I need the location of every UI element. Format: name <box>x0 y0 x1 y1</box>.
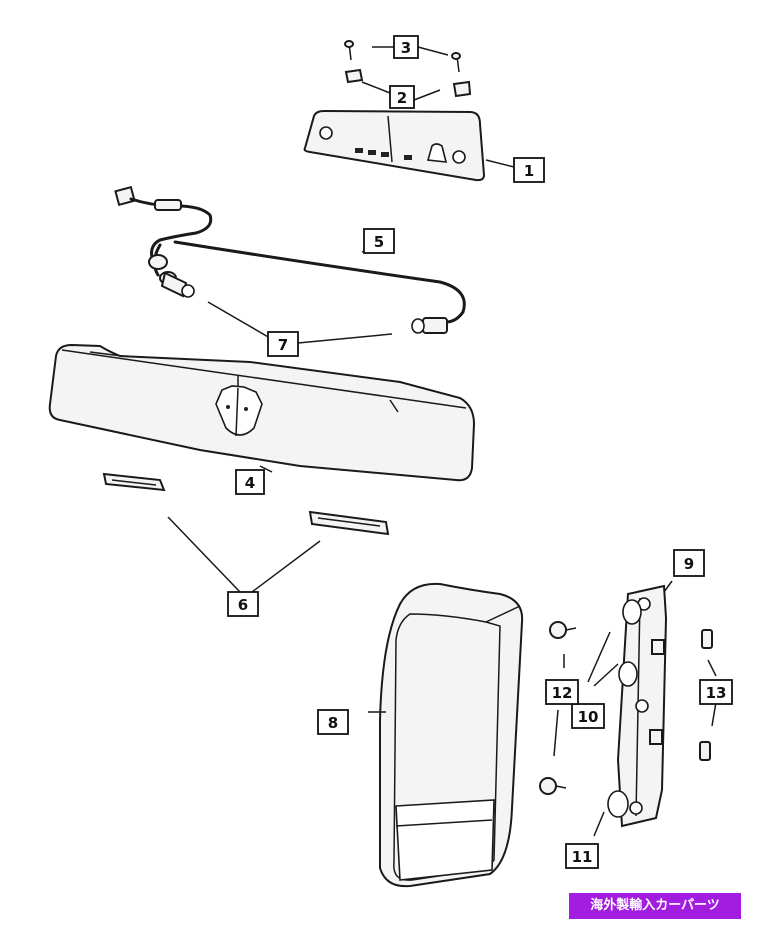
callout-9: 9 <box>673 549 705 577</box>
callout-13: 13 <box>699 679 733 705</box>
svg-text:4: 4 <box>245 474 255 492</box>
clip-part-2-left <box>344 68 364 84</box>
callout-5: 5 <box>363 228 395 254</box>
bulb-socket-part-7-right <box>411 317 448 334</box>
callout-4: 4 <box>235 469 265 495</box>
svg-text:9: 9 <box>684 555 694 573</box>
svg-text:6: 6 <box>238 596 248 614</box>
clip-part-13-lower <box>699 741 711 761</box>
tail-lamp-part-8 <box>379 582 524 888</box>
callout-10: 10 <box>571 703 605 729</box>
lens-strip-part-6-right <box>308 510 390 536</box>
push-pin-part-12-upper <box>549 621 577 639</box>
clip-part-13-upper <box>701 629 713 649</box>
svg-text:1: 1 <box>524 162 534 180</box>
callout-6: 6 <box>227 591 259 617</box>
callout-7: 7 <box>267 331 299 357</box>
callout-12: 12 <box>545 679 579 705</box>
wiring-harness-part-5 <box>114 185 466 324</box>
callout-8: 8 <box>317 709 349 735</box>
svg-text:13: 13 <box>706 684 727 702</box>
lamp-bar-part-4 <box>48 343 476 482</box>
svg-text:5: 5 <box>374 233 384 251</box>
bulb-part-10-lower <box>618 661 638 687</box>
svg-text:11: 11 <box>572 848 593 866</box>
svg-text:12: 12 <box>552 684 573 702</box>
clip-part-2-right <box>452 80 472 98</box>
bulb-part-10-upper <box>622 599 642 625</box>
svg-text:8: 8 <box>328 714 338 732</box>
watermark-badge: 海外製輸入カーパーツ <box>569 893 741 919</box>
screw-part-3-left <box>344 40 354 61</box>
callout-2: 2 <box>389 85 415 109</box>
bulb-part-11 <box>607 790 629 818</box>
svg-text:10: 10 <box>578 708 599 726</box>
svg-text:3: 3 <box>401 39 411 57</box>
push-pin-part-12-lower <box>539 777 567 795</box>
bulb-carrier-part-9 <box>616 584 668 828</box>
bulb-socket-part-7-left <box>160 271 195 298</box>
callout-11: 11 <box>565 843 599 869</box>
callout-1: 1 <box>513 157 545 183</box>
callout-3: 3 <box>393 35 419 59</box>
high-mount-stop-lamp-part-1 <box>303 109 486 182</box>
svg-text:2: 2 <box>397 89 407 107</box>
screw-part-3-right <box>451 52 461 73</box>
lens-strip-part-6-left <box>102 472 166 492</box>
svg-text:7: 7 <box>278 336 288 354</box>
